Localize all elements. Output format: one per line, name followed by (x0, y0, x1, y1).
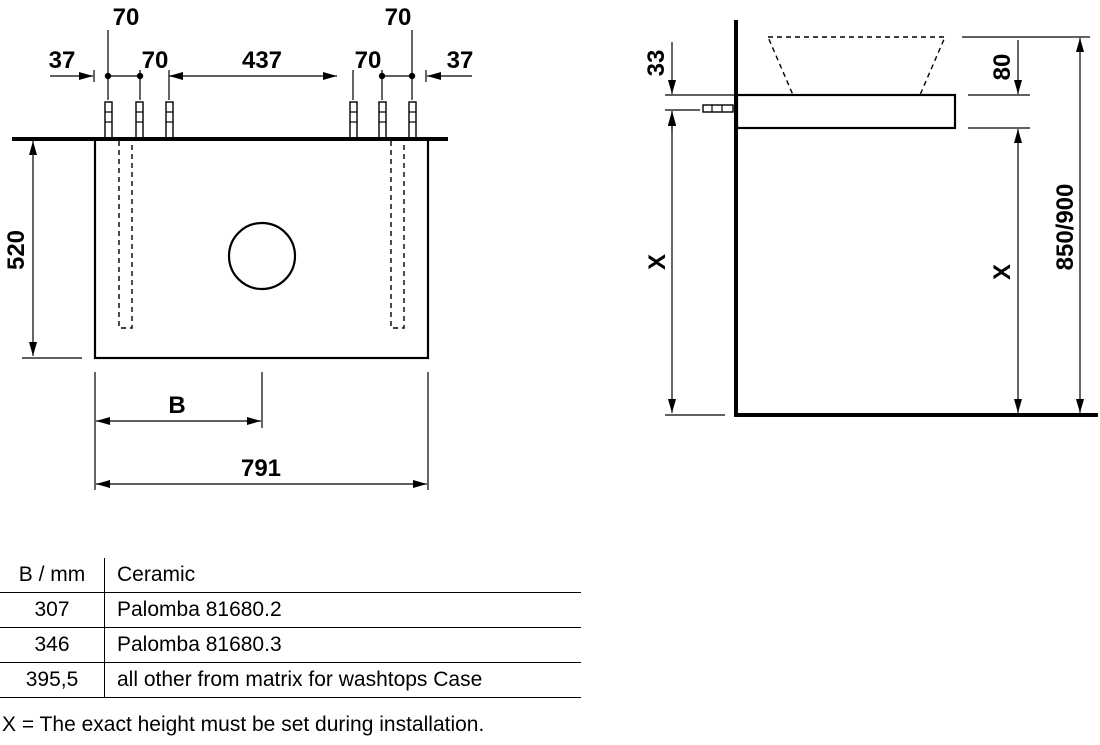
dim-b: B (168, 392, 185, 419)
dim-70-left-top: 70 (113, 4, 140, 31)
dim-x-right: X (989, 264, 1016, 280)
basin-outline (766, 36, 947, 96)
table-header-row: B / mm Ceramic (0, 558, 581, 593)
side-view: 33 X 80 X 850/900 (643, 20, 1098, 417)
table-cell-ceramic: Palomba 81680.2 (104, 592, 581, 628)
dim-37-right: 37 (447, 47, 474, 74)
dimension-table: B / mm Ceramic 307 Palomba 81680.2 346 P… (0, 558, 581, 698)
mounting-bolts-left (104, 101, 174, 139)
dim-33: 33 (643, 50, 670, 77)
installation-note: X = The exact height must be set during … (2, 713, 485, 736)
dim-80: 80 (989, 54, 1016, 81)
table-header-ceramic: Ceramic (117, 563, 196, 586)
drain-opening (227, 221, 297, 291)
table-cell-ceramic: Palomba 81680.3 (104, 627, 581, 663)
dim-70-right-inner: 70 (355, 47, 382, 74)
table-cell-b: 346 (0, 627, 105, 663)
dim-791: 791 (241, 455, 281, 482)
dashed-rail-right (390, 139, 405, 329)
table-row: 395,5 all other from matrix for washtops… (0, 662, 581, 698)
table-row: 307 Palomba 81680.2 (0, 592, 581, 628)
dim-37-left: 37 (49, 47, 76, 74)
mounting-bolts-right (349, 101, 417, 139)
dashed-rail-left (118, 139, 133, 329)
table-header-b: B / mm (0, 558, 105, 593)
dim-850-900: 850/900 (1052, 184, 1079, 271)
table-cell-b: 307 (0, 592, 105, 628)
table-cell-ceramic: all other from matrix for washtops Case (104, 662, 581, 698)
dim-520: 520 (3, 230, 30, 270)
wall-anchor (702, 104, 734, 113)
front-view: 70 70 37 70 437 70 37 520 B 791 (3, 4, 473, 490)
table-cell-b: 395,5 (0, 662, 105, 698)
dim-437: 437 (242, 47, 282, 74)
dim-70-left-inner: 70 (142, 47, 169, 74)
dim-70-right-top: 70 (385, 4, 412, 31)
cabinet-body (93, 137, 430, 360)
washtop-side (735, 93, 957, 130)
table-row: 346 Palomba 81680.3 (0, 627, 581, 663)
dim-x-left: X (644, 254, 671, 270)
